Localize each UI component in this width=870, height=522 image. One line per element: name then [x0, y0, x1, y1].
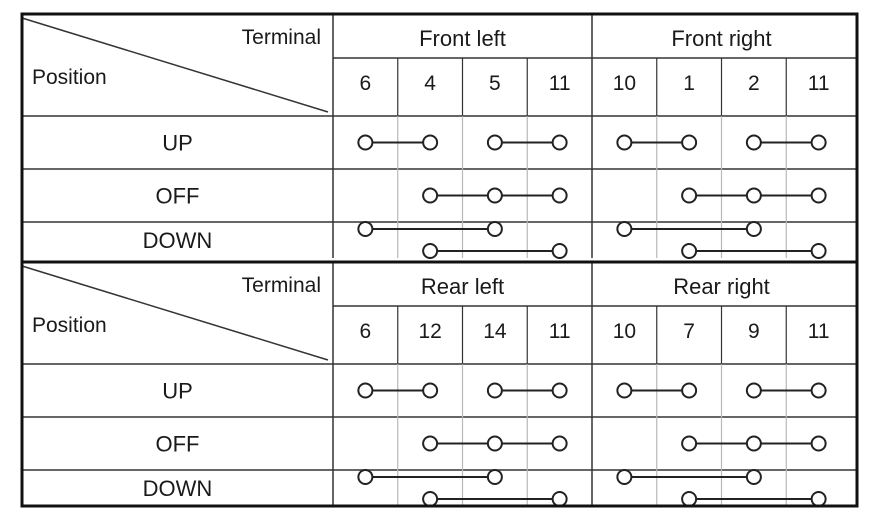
terminal-node: [357, 221, 374, 237]
terminal-node: [745, 134, 762, 151]
terminal-number: 4: [424, 72, 436, 95]
terminal-node: [551, 134, 568, 151]
terminal-node: [616, 382, 633, 399]
position-row-label: UP: [162, 131, 193, 156]
group-title: Rear left: [421, 274, 504, 299]
terminal-node: [357, 134, 374, 151]
terminal-node: [422, 187, 439, 204]
terminal-node: [681, 134, 698, 151]
terminal-number: 2: [748, 72, 760, 95]
terminal-number: 6: [360, 320, 372, 343]
terminal-node: [745, 435, 762, 452]
terminal-node: [422, 382, 439, 399]
corner-diagonal: [21, 265, 329, 361]
terminal-node: [551, 187, 568, 204]
terminal-node: [616, 221, 633, 237]
terminal-label: Terminal: [242, 26, 321, 49]
terminal-node: [681, 187, 698, 204]
terminal-node: [745, 221, 762, 237]
terminal-node: [486, 469, 503, 485]
terminal-number: 5: [489, 72, 501, 95]
terminal-node: [551, 382, 568, 399]
terminal-node: [810, 187, 827, 204]
terminal-node: [681, 491, 698, 507]
group-title: Front right: [671, 26, 771, 51]
position-row-label: OFF: [156, 184, 200, 209]
position-label: Position: [32, 314, 107, 337]
terminal-node: [486, 187, 503, 204]
terminal-node: [422, 435, 439, 452]
terminal-number: 1: [683, 72, 695, 95]
corner-diagonal: [21, 17, 329, 113]
group-title: Rear right: [673, 274, 770, 299]
terminal-node: [681, 382, 698, 399]
terminal-node: [616, 469, 633, 485]
terminal-node: [810, 435, 827, 452]
terminal-node: [551, 243, 568, 259]
terminal-node: [745, 382, 762, 399]
terminal-node: [810, 491, 827, 507]
terminal-number: 9: [748, 320, 760, 343]
terminal-node: [422, 243, 439, 259]
position-row-label: OFF: [156, 432, 200, 457]
terminal-node: [486, 435, 503, 452]
terminal-node: [681, 243, 698, 259]
position-row-label: UP: [162, 379, 193, 404]
group-title: Front left: [419, 26, 506, 51]
terminal-number: 6: [360, 72, 372, 95]
terminal-node: [810, 134, 827, 151]
terminal-number: 14: [483, 320, 507, 343]
terminal-number: 10: [613, 320, 636, 343]
terminal-node: [486, 134, 503, 151]
terminal-number: 11: [808, 72, 830, 95]
terminal-node: [745, 187, 762, 204]
terminal-node: [486, 221, 503, 237]
terminal-node: [357, 382, 374, 399]
terminal-node: [551, 435, 568, 452]
terminal-number: 11: [549, 320, 571, 343]
position-label: Position: [32, 66, 107, 89]
terminal-node: [422, 134, 439, 151]
position-row-label: DOWN: [143, 476, 213, 501]
terminal-number: 11: [549, 72, 571, 95]
terminal-node: [681, 435, 698, 452]
terminal-number: 12: [418, 320, 441, 343]
terminal-node: [486, 382, 503, 399]
terminal-node: [810, 382, 827, 399]
terminal-node: [745, 469, 762, 485]
terminal-node: [357, 469, 374, 485]
terminal-node: [551, 491, 568, 507]
terminal-number: 11: [808, 320, 830, 343]
terminal-number: 10: [613, 72, 636, 95]
terminal-node: [810, 243, 827, 259]
terminal-node: [422, 491, 439, 507]
terminal-label: Terminal: [242, 274, 321, 297]
position-row-label: DOWN: [143, 228, 213, 253]
table-border: [20, 12, 859, 508]
terminal-node: [616, 134, 633, 151]
terminal-number: 7: [683, 320, 695, 343]
